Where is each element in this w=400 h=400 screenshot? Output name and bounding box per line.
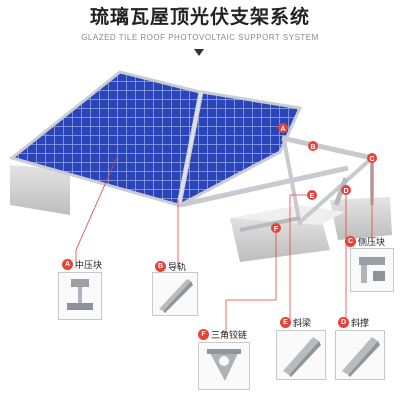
svg-text:C: C: [369, 156, 374, 163]
component-name-a: 中压块: [75, 260, 103, 270]
beam-e: [282, 139, 302, 226]
marker-f: F: [271, 223, 281, 233]
rail-top: [281, 135, 373, 161]
thumb-triangle-hinge: [198, 342, 250, 390]
thumb-rail: [152, 272, 198, 316]
leader-f: [225, 228, 277, 334]
triangle-hinge-icon: [207, 349, 241, 381]
roof-block-left: [10, 165, 70, 215]
thumb-slant-beam: [276, 330, 326, 380]
component-name-e: 斜梁: [293, 318, 312, 328]
component-name-d: 斜撑: [351, 318, 370, 328]
thumb-diagonal-brace: [335, 330, 385, 380]
marker-e: E: [307, 190, 317, 200]
component-label-f: F 三角铰链: [198, 328, 247, 341]
svg-text:E: E: [310, 193, 315, 200]
marker-d: D: [341, 185, 351, 195]
rail-icon: [159, 279, 193, 313]
marker-a: A: [278, 123, 288, 133]
marker-c: C: [367, 153, 377, 163]
component-name-f: 三角铰链: [211, 330, 248, 340]
svg-text:A: A: [280, 126, 285, 133]
beam-slant: [298, 156, 374, 224]
strut-d: [333, 177, 349, 206]
page-subtitle: GLAZED TILE ROOF PHOTOVOLTAIC SUPPORT SY…: [81, 33, 319, 42]
thumb-middle-clamp: [58, 272, 102, 320]
component-label-d: D 斜撑: [338, 316, 369, 329]
roof-block-right: [330, 197, 392, 240]
component-label-e: E 斜梁: [280, 316, 311, 329]
component-label-c: C 侧压块: [345, 235, 385, 248]
component-name-b: 导轨: [168, 262, 187, 272]
component-label-b: B 导轨: [155, 260, 186, 273]
rail-bottom: [179, 165, 349, 208]
marker-b: B: [308, 141, 318, 151]
leader-a: [75, 154, 119, 268]
side-clamp-icon: [359, 257, 385, 283]
component-label-a: A 中压块: [62, 258, 102, 271]
component-name-c: 侧压块: [358, 237, 386, 247]
middle-clamp-icon: [67, 279, 93, 310]
page-title: 琉璃瓦屋顶光伏支架系统: [89, 6, 310, 28]
thumb-side-clamp: [350, 248, 394, 292]
down-arrow-icon: [194, 49, 204, 56]
svg-text:D: D: [343, 188, 348, 195]
diagonal-brace-icon: [342, 337, 380, 377]
svg-text:F: F: [274, 226, 279, 233]
leader-e: [289, 194, 312, 320]
slant-beam-icon: [283, 337, 321, 377]
panel-seam: [177, 91, 203, 206]
svg-text:B: B: [310, 144, 315, 151]
